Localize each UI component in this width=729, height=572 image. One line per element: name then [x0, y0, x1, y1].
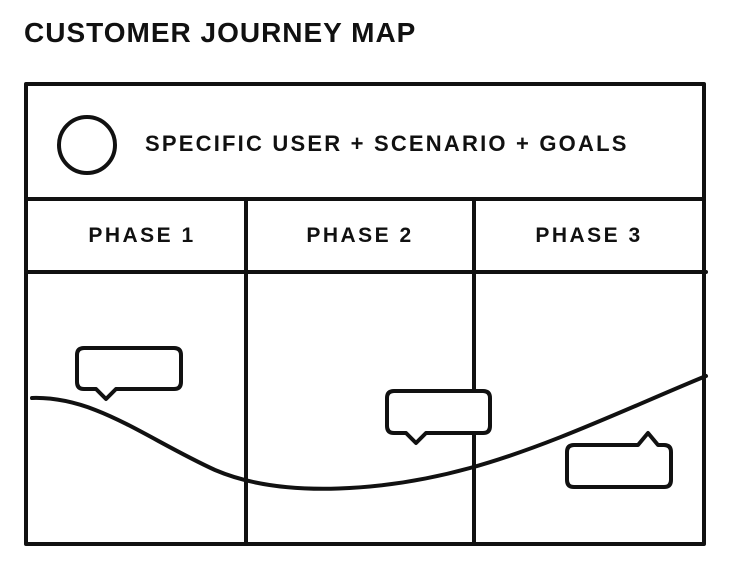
emotion-curve-line — [30, 374, 708, 491]
circle-avatar-icon — [57, 115, 117, 175]
phase-label: PHASE 2 — [306, 224, 413, 247]
map-frame — [24, 82, 706, 546]
speech-bubble-icon — [75, 346, 183, 401]
speech-bubble-icon — [385, 389, 492, 445]
persona-label: SPECIFIC USER + SCENARIO + GOALS — [145, 131, 629, 156]
page-title: CUSTOMER JOURNEY MAP — [24, 17, 417, 48]
phase-label: PHASE 3 — [535, 224, 642, 247]
speech-bubble-icon — [565, 431, 673, 489]
phase-label: PHASE 1 — [88, 224, 195, 247]
